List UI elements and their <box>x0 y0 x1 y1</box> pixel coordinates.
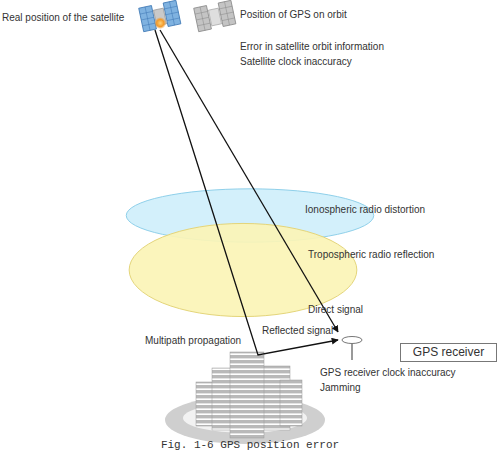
ellipse-shape <box>129 223 357 316</box>
troposphere-ellipse: Tropospheric radio reflection <box>128 222 358 318</box>
signal-line <box>160 30 338 332</box>
node-label: Ionospheric radio distortion <box>305 204 425 216</box>
figure-caption: Fig. 1-6 GPS position error <box>0 439 500 452</box>
buildings <box>165 352 325 444</box>
ellipse-outline <box>128 222 358 318</box>
signal-line <box>155 30 338 355</box>
satellite-icon <box>139 0 181 32</box>
satellite-real: Real position of the satellite <box>140 4 182 30</box>
node-label: Tropospheric radio reflection <box>308 249 434 261</box>
gps-receiver: GPS receiver <box>338 326 498 362</box>
note-label: Jamming <box>320 382 361 394</box>
node-label: Position of GPS on orbit <box>240 9 347 21</box>
solar-panel <box>139 6 157 32</box>
building <box>230 352 264 438</box>
satellite-body <box>208 8 221 26</box>
panel-grid <box>194 6 212 32</box>
edge-label: Direct signal <box>308 304 363 316</box>
edge-label: Reflected signal <box>262 325 333 337</box>
node-label: Real position of the satellite <box>2 12 124 24</box>
panel-grid <box>139 6 157 32</box>
note-label: Satellite clock inaccuracy <box>240 56 352 68</box>
satellite-orbit: Position of GPS on orbit <box>195 4 235 30</box>
antenna-dish <box>342 337 362 344</box>
antenna-stem <box>351 343 353 360</box>
building <box>280 380 302 426</box>
receiver-box: GPS receiver <box>400 343 497 362</box>
note-label: GPS receiver clock inaccuracy <box>320 367 456 379</box>
note-label: Error in satellite orbit information <box>240 41 384 53</box>
satellite-icon-gray <box>194 0 236 31</box>
note-label: Multipath propagation <box>145 335 241 347</box>
signal-glow <box>153 16 167 30</box>
solar-panel <box>194 6 212 32</box>
